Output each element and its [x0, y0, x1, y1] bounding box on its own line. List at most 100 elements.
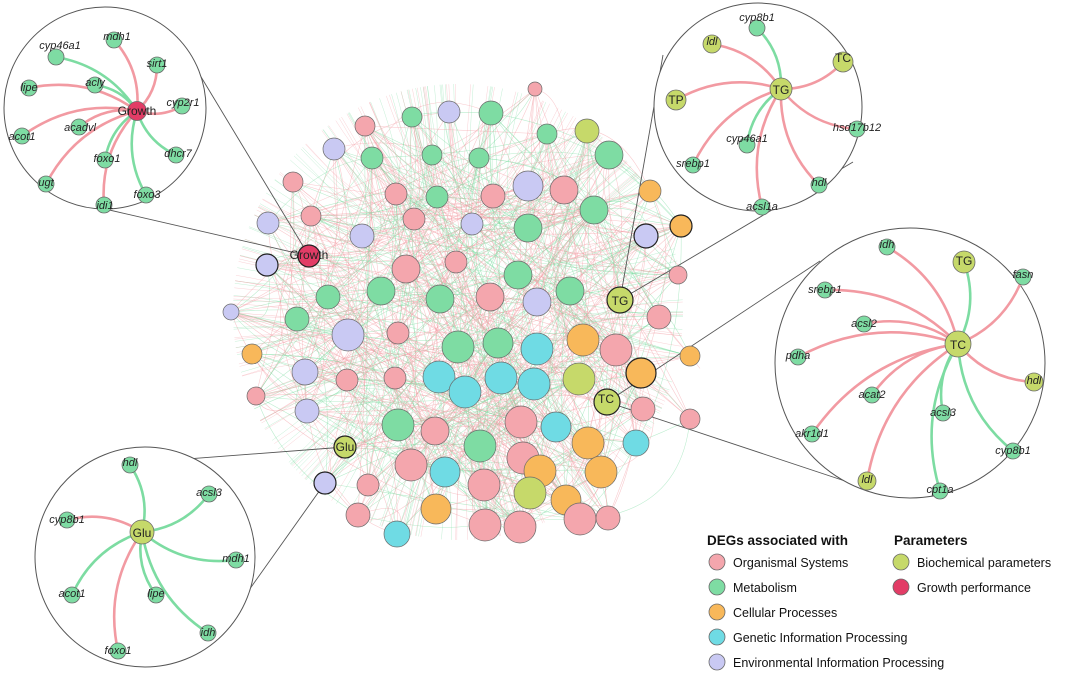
- callout-spoke: [956, 342, 1015, 453]
- network-node: [437, 100, 461, 124]
- network-edge: [333, 142, 529, 187]
- network-node: [255, 253, 279, 277]
- network-edge: [436, 196, 679, 276]
- network-edge: [529, 111, 676, 268]
- network-edge: [230, 311, 399, 426]
- callout-leaf-node: [47, 48, 65, 66]
- callout-leaf-node: [934, 404, 952, 422]
- callout-spoke: [930, 342, 960, 493]
- callout-leaf-node: [86, 76, 104, 94]
- network-edge: [364, 125, 548, 135]
- network-node: [241, 343, 263, 365]
- network-edge: [230, 157, 373, 313]
- network-node: [425, 185, 449, 209]
- network-edge: [445, 84, 494, 200]
- callout-leaf-node: [121, 456, 139, 474]
- network-edge: [371, 102, 492, 159]
- network-edge: [395, 193, 529, 238]
- callout-glu: Glu hdl acsl3 cyp8b1 mdh1 acot1 lipe idh…: [34, 446, 256, 668]
- callout-leaf-node: [148, 56, 166, 74]
- network-edge: [364, 125, 609, 519]
- network-node: [579, 195, 609, 225]
- network-edge: [397, 394, 608, 426]
- network-node: [513, 213, 543, 243]
- callout-leaf-node: [1024, 372, 1044, 392]
- network-edge: [291, 391, 378, 477]
- callout-leaf-node: [848, 120, 866, 138]
- network-edge: [230, 264, 270, 321]
- legend-params-title: Parameters: [894, 533, 968, 548]
- network-edge: [586, 130, 682, 227]
- network-edge: [251, 353, 541, 472]
- callout-spoke: [885, 245, 960, 346]
- network-node: [563, 502, 597, 536]
- callout-leaf-node: [200, 485, 218, 503]
- callout-leaf-node: [70, 118, 88, 136]
- network-edge: [254, 88, 421, 245]
- network-edge: [266, 154, 610, 266]
- network-node: [638, 179, 662, 203]
- callout-leaf-node: [173, 97, 191, 115]
- network-node: [356, 473, 380, 497]
- callout-leaf-node: [167, 146, 185, 164]
- network-node: [256, 211, 280, 235]
- network-node: [584, 455, 618, 489]
- legend-degs-title: DEGs associated with: [707, 533, 848, 548]
- gene-tg-cyp8b1: cyp8b1: [739, 12, 774, 24]
- network-node: [441, 330, 475, 364]
- gene-tc-acsl3: acsl3: [930, 407, 957, 419]
- network-edge: [310, 215, 396, 379]
- gene-sirt1: sirt1: [147, 58, 168, 70]
- network-edge: [436, 196, 538, 303]
- network-edge: [489, 112, 584, 341]
- network-edge: [305, 86, 495, 216]
- legend-swatch-growth: [892, 578, 910, 596]
- gene-tc-acsl2: acsl2: [851, 318, 877, 330]
- network-node: [475, 282, 505, 312]
- network-edge: [290, 388, 376, 469]
- network-edge: [304, 125, 366, 373]
- callout-leaf-node: [13, 127, 31, 145]
- network-edge: [256, 84, 456, 242]
- network-edge: [347, 334, 521, 528]
- network-edge: [344, 209, 595, 448]
- gene-tc-hdl: hdl: [1027, 375, 1042, 387]
- network-edge: [308, 195, 494, 257]
- network-node: [503, 260, 533, 290]
- network-edge: [517, 154, 610, 276]
- callout-spoke: [674, 81, 783, 102]
- legend-label-growth: Growth performance: [917, 581, 1031, 595]
- gene-tc-cpt1a: cpt1a: [927, 484, 954, 496]
- gene-tc-idh: idh: [880, 239, 895, 251]
- callout-leaf-node: [738, 136, 756, 154]
- gene-tc-akr1d1: akr1d1: [795, 428, 829, 440]
- network-edge: [446, 84, 489, 199]
- network-edge: [546, 128, 651, 192]
- network-node: [313, 471, 337, 495]
- legend: DEGs associated with Organismal Systems …: [707, 533, 1051, 671]
- network-node: [349, 223, 375, 249]
- network-edge: [230, 193, 397, 313]
- network-label-growth: Growth: [290, 248, 329, 262]
- gene-foxo3: foxo3: [134, 189, 162, 201]
- network-edge: [367, 301, 538, 486]
- network-edge: [436, 196, 679, 276]
- network-edge: [369, 102, 550, 208]
- callout-leaf-node: [878, 238, 896, 256]
- network-edge: [486, 112, 535, 385]
- network-node: [291, 358, 319, 386]
- legend-label-organismal: Organismal Systems: [733, 556, 848, 570]
- network-node: [593, 388, 621, 416]
- network-node: [297, 244, 321, 268]
- network-edge: [405, 133, 548, 270]
- network-node: [315, 284, 341, 310]
- legend-swatch-cellular: [708, 603, 726, 621]
- callout-leaf-node: [109, 642, 127, 660]
- network-node: [394, 448, 428, 482]
- callout-tc-hub: TC: [950, 338, 966, 352]
- network-edge: [471, 223, 691, 420]
- callout-spoke: [140, 530, 210, 635]
- network-edge: [527, 185, 608, 403]
- callout-leaf-node: [105, 31, 123, 49]
- callout-spoke: [691, 87, 783, 167]
